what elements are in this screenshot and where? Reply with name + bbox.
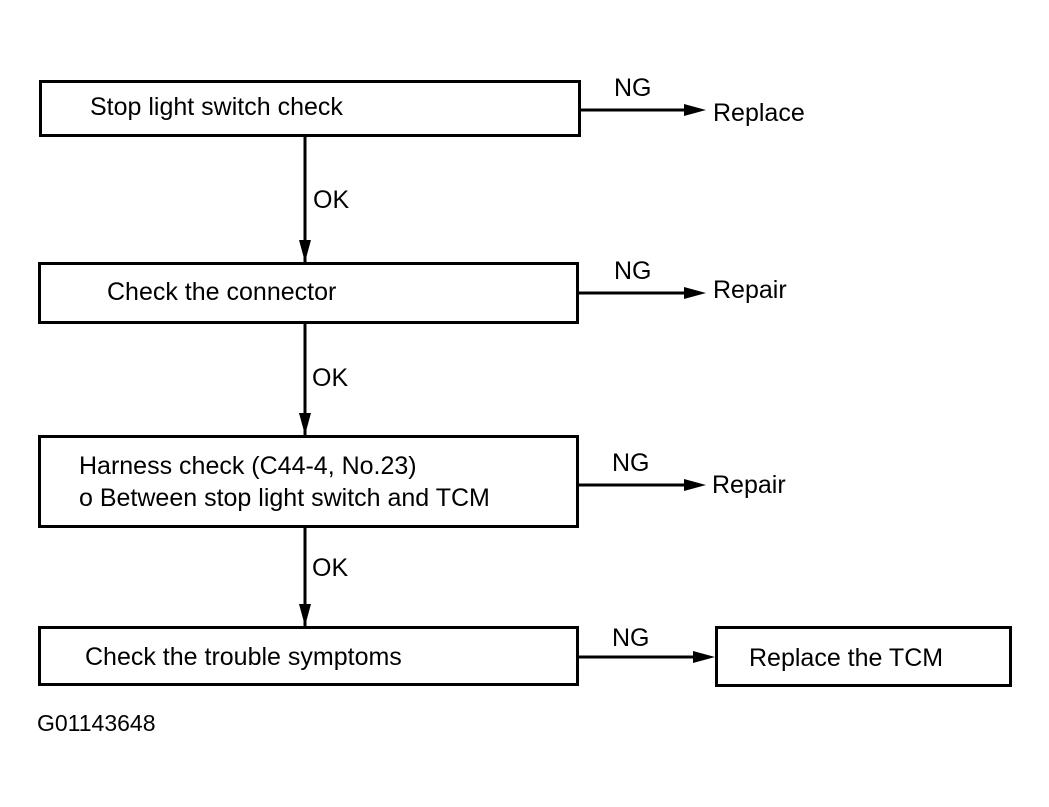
- ng-arrowhead-1: [684, 104, 706, 116]
- ok-arrowhead-1: [299, 240, 311, 262]
- ok-label-3: OK: [312, 554, 349, 582]
- ok-arrowhead-2: [299, 413, 311, 435]
- step-label: Check the connector: [107, 278, 337, 306]
- ng-arrowhead-3: [684, 479, 706, 491]
- step-box-stop-light-switch-check: Stop light switch check: [39, 80, 581, 137]
- step-box-check-connector: Check the connector: [38, 262, 579, 324]
- step-label: Stop light switch check: [90, 93, 343, 121]
- ng-label-1: NG: [614, 74, 652, 102]
- step-box-check-trouble-symptoms: Check the trouble symptoms: [38, 626, 579, 686]
- ok-label-2: OK: [312, 364, 349, 392]
- result-label: Replace the TCM: [749, 644, 944, 672]
- ok-arrowhead-3: [299, 604, 311, 626]
- ok-label-1: OK: [313, 186, 350, 214]
- result-box-replace-tcm: Replace the TCM: [715, 626, 1012, 687]
- ng-label-2: NG: [614, 257, 652, 285]
- ng-result-replace: Replace: [713, 99, 805, 127]
- step-label: Check the trouble symptoms: [85, 643, 402, 671]
- ng-label-3: NG: [612, 449, 650, 477]
- ng-arrowhead-4: [693, 651, 715, 663]
- figure-id: G01143648: [37, 710, 156, 736]
- step-label-line2: o Between stop light switch and TCM: [79, 484, 490, 512]
- ng-arrowhead-2: [684, 287, 706, 299]
- ng-result-repair-2: Repair: [712, 471, 786, 499]
- ng-label-4: NG: [612, 624, 650, 652]
- ng-result-repair-1: Repair: [713, 276, 787, 304]
- step-box-harness-check: Harness check (C44-4, No.23) o Between s…: [38, 435, 579, 528]
- step-label-line1: Harness check (C44-4, No.23): [79, 452, 417, 480]
